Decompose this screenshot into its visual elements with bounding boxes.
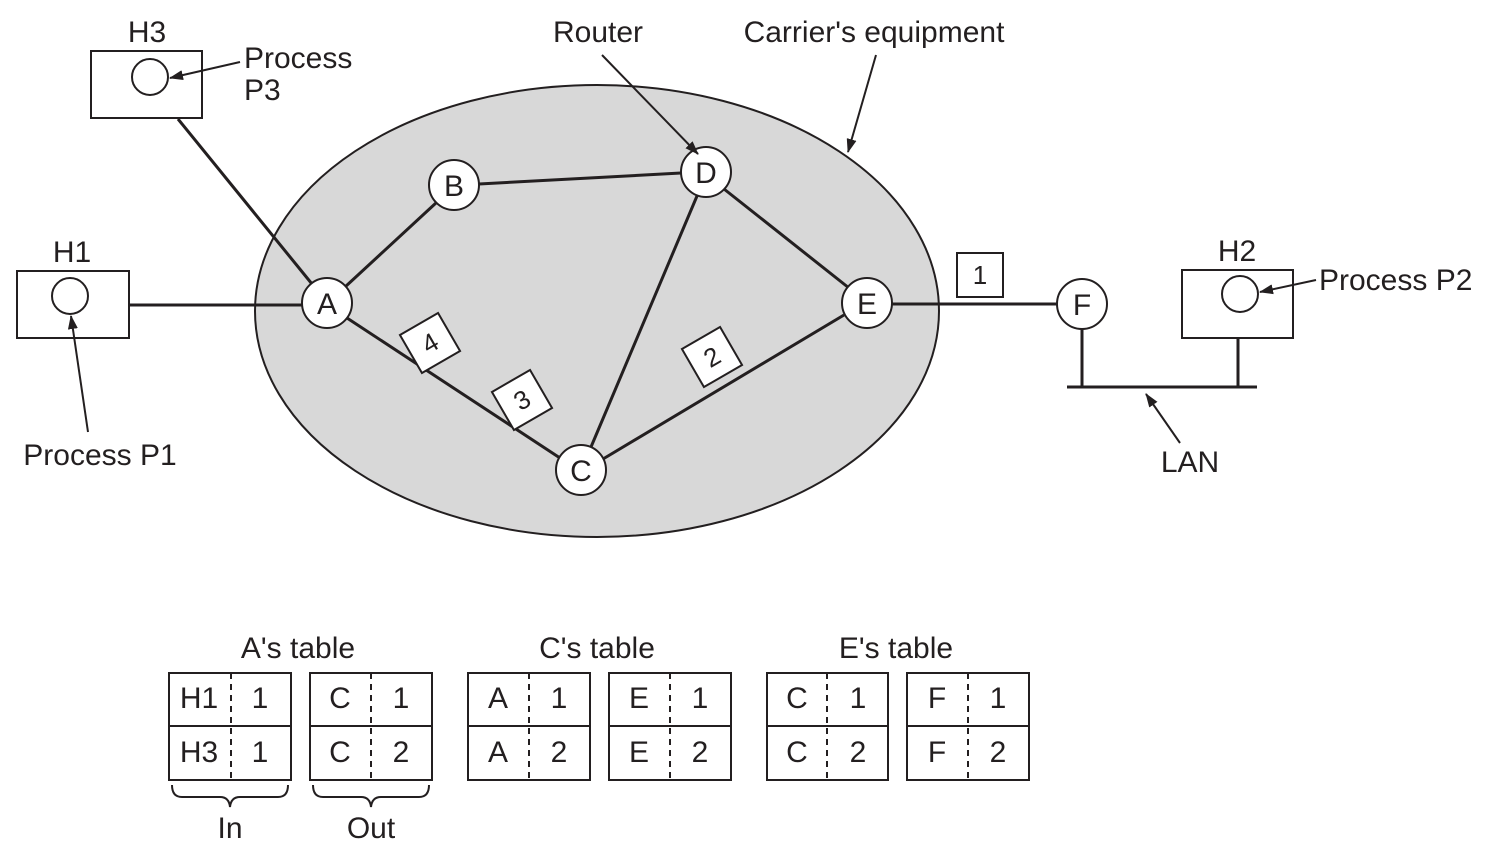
table-cell: A <box>488 682 508 715</box>
packet-2: 2 <box>680 325 744 389</box>
process-p2-label: Process P2 <box>1319 264 1472 297</box>
table-cell: 1 <box>990 682 1007 715</box>
table-cell: H3 <box>180 736 218 769</box>
table-a: A's table H1 1 H3 1 C 1 C 2 In Out <box>168 632 433 845</box>
table-e-out: F 1 F 2 <box>906 672 1030 781</box>
table-cell: E <box>629 682 649 715</box>
arrow-process-p3 <box>169 61 241 80</box>
process-p1-label: Process P1 <box>23 439 176 472</box>
packet-3: 3 <box>490 368 554 432</box>
router-f-label: F <box>1073 289 1091 322</box>
host-h2: H2 <box>1181 235 1294 339</box>
out-brace <box>312 784 430 808</box>
link-a-b <box>343 200 439 289</box>
link-b-d <box>478 171 682 186</box>
router-b-label: B <box>444 170 464 203</box>
arrow-carrier <box>846 54 877 153</box>
link-h3-a <box>176 118 314 285</box>
link-a-c <box>346 316 561 460</box>
link-d-c <box>589 195 699 448</box>
table-c-title: C's table <box>539 632 655 665</box>
table-cell: H1 <box>180 682 218 715</box>
table-cell: 2 <box>692 736 709 769</box>
table-c-in: A 1 A 2 <box>467 672 591 781</box>
table-cell: 1 <box>551 682 568 715</box>
in-brace <box>171 784 289 808</box>
router-d-label: D <box>695 157 717 190</box>
router-f: F <box>1056 278 1108 330</box>
table-e: E's table C 1 C 2 F 1 F 2 <box>766 632 1030 781</box>
packet-4: 4 <box>398 311 462 375</box>
router-c-label: C <box>570 455 592 488</box>
table-cell: C <box>786 736 808 769</box>
table-cell: C <box>329 682 351 715</box>
router-callout-label: Router <box>553 16 643 49</box>
router-e: E <box>841 277 893 329</box>
table-cell: 1 <box>252 682 269 715</box>
arrow-router <box>601 54 699 155</box>
link-d-e <box>723 187 850 290</box>
table-cell: C <box>329 736 351 769</box>
table-cell: 1 <box>692 682 709 715</box>
table-cell: 2 <box>551 736 568 769</box>
host-h1-label: H1 <box>53 236 91 269</box>
router-a-label: A <box>317 288 337 321</box>
table-a-in: H1 1 H3 1 <box>168 672 292 781</box>
host-h3: H3 <box>90 16 203 119</box>
table-a-title: A's table <box>241 632 355 665</box>
host-h2-label: H2 <box>1218 235 1256 268</box>
carrier-region <box>254 84 940 538</box>
router-c: C <box>555 444 607 496</box>
router-b: B <box>428 159 480 211</box>
host-h1: H1 <box>16 236 130 339</box>
host-h3-label: H3 <box>128 16 166 49</box>
table-cell: 2 <box>850 736 867 769</box>
arrow-lan <box>1145 393 1181 444</box>
table-e-title: E's table <box>839 632 953 665</box>
table-cell: C <box>786 682 808 715</box>
callout-arrows <box>67 54 1317 444</box>
router-a: A <box>301 277 353 329</box>
link-c-e <box>602 313 845 461</box>
table-c-out: E 1 E 2 <box>608 672 732 781</box>
table-c: C's table A 1 A 2 E 1 E 2 <box>467 632 732 781</box>
arrow-process-p2 <box>1259 279 1317 295</box>
table-cell: 1 <box>252 736 269 769</box>
process-p3-label-line2: P3 <box>244 74 281 107</box>
process-p3-label-line1: Process <box>244 42 352 75</box>
links <box>129 118 1257 461</box>
table-cell: 1 <box>850 682 867 715</box>
table-cell: E <box>629 736 649 769</box>
table-cell: 2 <box>990 736 1007 769</box>
packet-1-label: 1 <box>973 260 987 290</box>
table-cell: 1 <box>393 682 410 715</box>
lan-label: LAN <box>1161 446 1219 479</box>
table-cell: A <box>488 736 508 769</box>
table-cell: F <box>928 682 946 715</box>
table-cell: 2 <box>393 736 410 769</box>
table-e-in: C 1 C 2 <box>766 672 889 781</box>
table-a-out: C 1 C 2 <box>309 672 433 781</box>
in-label: In <box>217 812 242 845</box>
packet-1: 1 <box>956 252 1004 298</box>
arrow-process-p1 <box>67 315 89 433</box>
table-cell: F <box>928 736 946 769</box>
carrier-callout-label: Carrier's equipment <box>744 16 1005 49</box>
router-d: D <box>680 146 732 198</box>
router-e-label: E <box>857 288 877 321</box>
out-label: Out <box>347 812 396 845</box>
